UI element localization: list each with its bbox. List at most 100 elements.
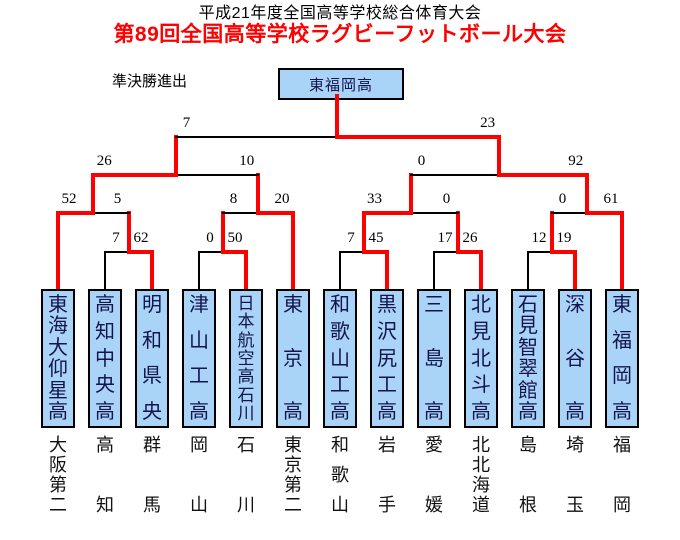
prefecture-label: 愛媛	[425, 435, 443, 515]
M5-score-left: 7	[347, 230, 355, 246]
champion-connector	[335, 94, 340, 139]
team-box-13: 東福岡高	[605, 289, 639, 428]
M6-left-connector	[433, 251, 435, 290]
M2-score-right: 5	[113, 191, 122, 207]
M5-line-left-half	[339, 251, 365, 253]
M1-right-connector	[150, 250, 154, 291]
M8-left-connector	[527, 251, 529, 290]
QF2-score-left: 0	[417, 153, 426, 169]
M4-line-left-half	[221, 212, 259, 214]
team-box-2: 高知中央高	[88, 289, 122, 428]
team-box-9: 三島高	[417, 289, 451, 428]
M9-line-right-half	[584, 211, 624, 215]
M7-right-connector	[455, 211, 460, 254]
QF1-right-connector	[255, 173, 260, 215]
M7-line-left-half	[361, 211, 413, 215]
M4-right-connector	[291, 211, 295, 291]
M1-line-right-half	[126, 250, 154, 254]
M8-score-right: 19	[556, 230, 572, 246]
M3-line-right-half	[220, 250, 248, 254]
team-box-8: 黒沢尻工高	[370, 289, 404, 428]
prefecture-label: 大阪第二	[49, 435, 67, 515]
prefecture-label: 群馬	[143, 435, 161, 515]
tournament-title: 平成21年度全国高等学校総合体育大会	[198, 5, 482, 22]
SF-score-right: 23	[480, 115, 496, 131]
M1-score-right: 62	[133, 230, 149, 246]
QF2-score-right: 92	[568, 153, 584, 169]
prefecture-label: 埼玉	[566, 435, 584, 515]
M8-line-right-half	[549, 250, 577, 254]
prefecture-label: 高知	[96, 435, 114, 515]
QF1-line-right-half	[174, 174, 259, 176]
M5-left-connector	[339, 251, 341, 290]
SF-score-left: 7	[182, 115, 191, 131]
M4-score-left: 8	[229, 191, 238, 207]
QF2-line-right-half	[496, 173, 589, 177]
M6-score-left: 17	[437, 230, 453, 246]
M5-right-connector	[385, 250, 389, 291]
M9-line-left-half	[550, 212, 588, 214]
M7-left-connector	[361, 211, 366, 254]
QF1-line-left-half	[91, 173, 178, 177]
M4-left-connector	[220, 211, 225, 254]
M5-score-right: 45	[368, 230, 384, 246]
QF2-left-connector	[408, 173, 413, 215]
SF-right-connector	[496, 135, 501, 177]
tournament-subtitle: 第89回全国高等学校ラグビーフットボール大会	[113, 23, 567, 46]
M9-left-connector	[549, 211, 554, 254]
M3-score-right: 50	[227, 230, 243, 246]
M2-line-right-half	[92, 212, 130, 214]
champion-box: 東福岡高	[278, 68, 404, 100]
M2-score-left: 52	[61, 191, 77, 207]
M8-line-left-half	[527, 251, 553, 253]
M3-left-connector	[198, 251, 200, 290]
M7-line-right-half	[409, 212, 459, 214]
QF2-right-connector	[584, 173, 589, 215]
QF1-score-right: 10	[239, 153, 255, 169]
team-box-1: 東海大仰星高	[41, 289, 75, 428]
team-box-11: 石見智翠館高	[511, 289, 545, 428]
QF1-score-left: 26	[96, 153, 112, 169]
M3-right-connector	[244, 250, 248, 291]
prefecture-label: 和歌山	[331, 435, 349, 515]
M9-score-left: 0	[558, 191, 567, 207]
prefecture-label: 島根	[519, 435, 537, 515]
prefecture-label: 北北海道	[472, 435, 490, 515]
team-box-3: 明和県央	[135, 289, 169, 428]
team-box-4: 津山工高	[182, 289, 216, 428]
M3-line-left-half	[198, 251, 224, 253]
prefecture-label: 岩手	[378, 435, 396, 515]
semifinal-advance-label: 準決勝進出	[112, 74, 188, 90]
team-box-12: 深谷高	[558, 289, 592, 428]
SF-line-left-half	[174, 136, 339, 138]
M6-right-connector	[479, 250, 483, 291]
M6-line-right-half	[455, 250, 483, 254]
M2-left-connector	[56, 211, 60, 291]
M1-left-connector	[104, 251, 106, 290]
team-box-6: 東京高	[276, 289, 310, 428]
M6-score-right: 26	[462, 230, 478, 246]
team-box-5: 日本航空高石川	[229, 289, 263, 428]
team-box-10: 北見北斗高	[464, 289, 498, 428]
M4-score-right: 20	[274, 191, 290, 207]
M9-score-right: 61	[603, 191, 619, 207]
prefecture-label: 石川	[237, 435, 255, 515]
QF2-line-left-half	[409, 174, 500, 176]
M1-line-left-half	[104, 251, 130, 253]
QF1-left-connector	[91, 173, 96, 215]
prefecture-label: 東京第二	[284, 435, 302, 515]
M8-score-left: 12	[531, 230, 547, 246]
M9-right-connector	[620, 211, 624, 291]
SF-left-connector	[173, 135, 178, 177]
M7-score-right: 0	[442, 191, 451, 207]
SF-line-right-half	[335, 135, 501, 139]
M6-line-left-half	[433, 251, 459, 253]
M2-right-connector	[126, 211, 131, 254]
M8-right-connector	[573, 250, 577, 291]
prefecture-label: 福岡	[613, 435, 631, 515]
champion-team-name: 東福岡高	[308, 77, 373, 94]
team-box-7: 和歌山工高	[323, 289, 357, 428]
M3-score-left: 0	[206, 230, 214, 246]
M1-score-left: 7	[112, 230, 120, 246]
